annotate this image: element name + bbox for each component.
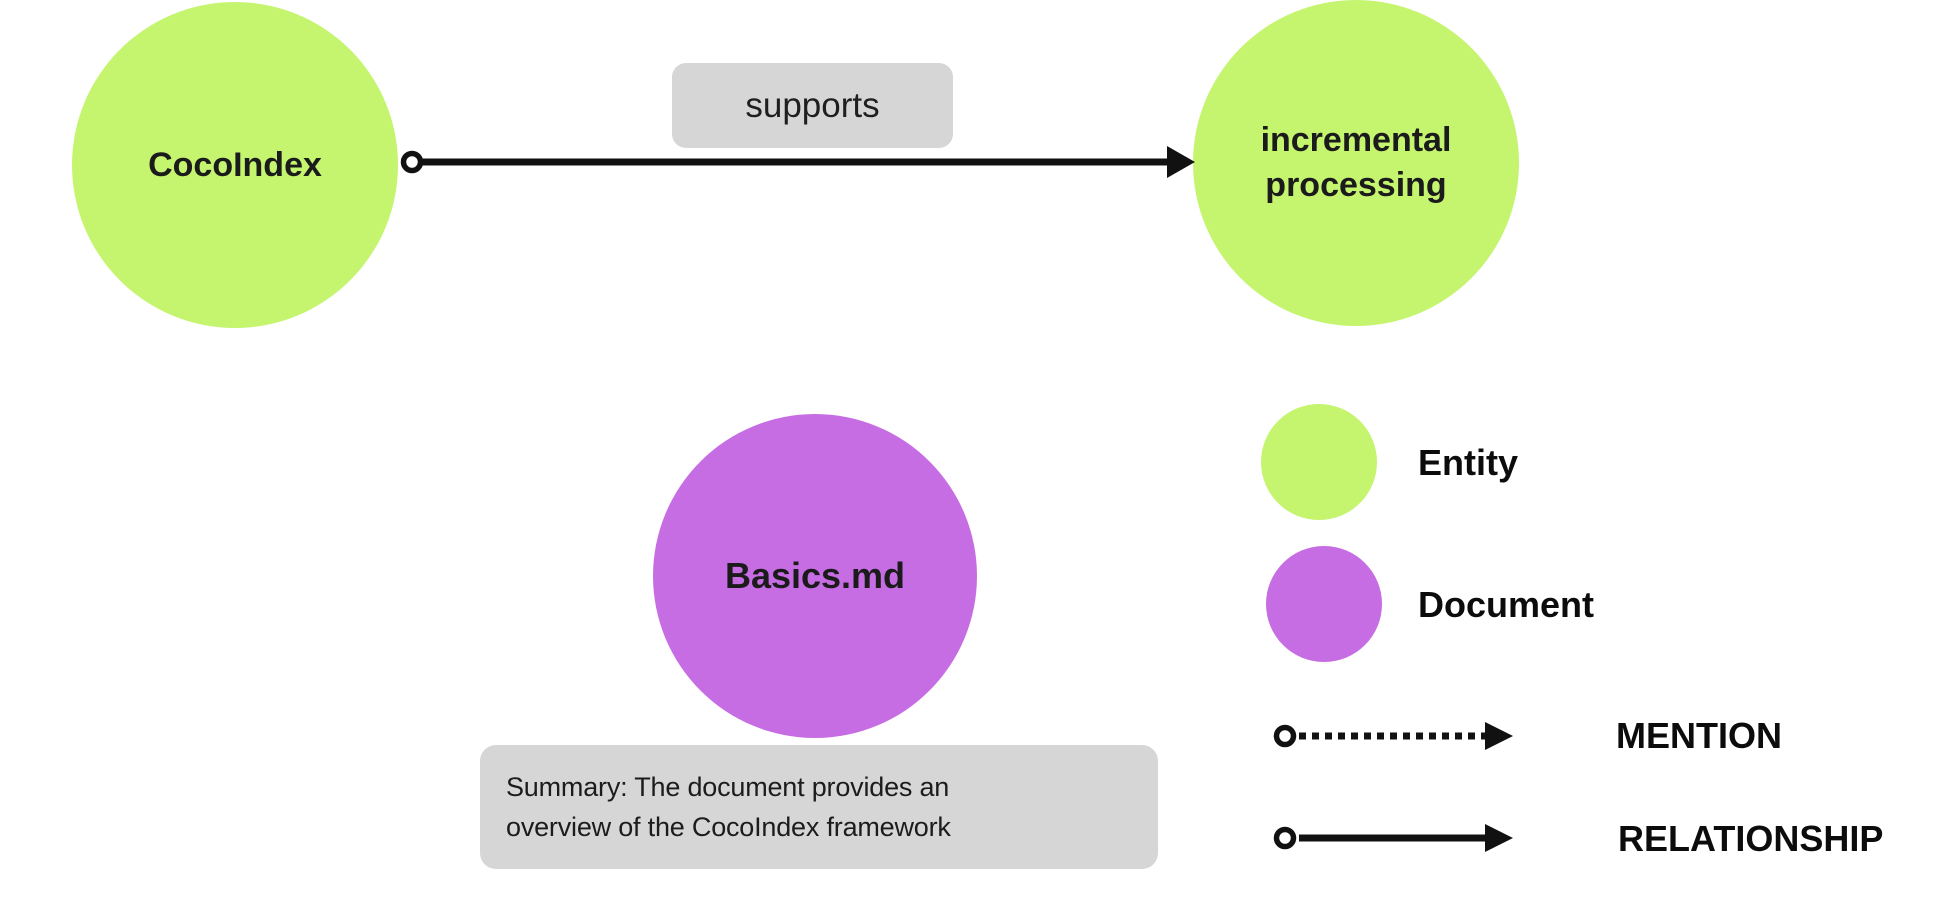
legend-entity-label: Entity (1418, 442, 1519, 483)
legend-mention-label: MENTION (1616, 715, 1782, 756)
summary-line-2: overview of the CocoIndex framework (506, 812, 951, 842)
node-cocoindex: CocoIndex (72, 2, 398, 328)
legend-mention-arrow (1273, 722, 1513, 750)
edge-label-supports-text: supports (745, 85, 880, 125)
legend-entity-swatch (1261, 404, 1377, 520)
arrowhead-icon (1167, 146, 1195, 178)
edge-label-supports: supports (672, 63, 953, 148)
node-basics-md: Basics.md (653, 414, 977, 738)
node-incremental-processing: incremental processing (1193, 0, 1519, 326)
summary-line-1: Summary: The document provides an (506, 772, 950, 802)
edge-start-ring-icon (400, 150, 424, 174)
node-incremental-processing-label: incremental processing (1260, 121, 1452, 204)
edge-start-ring-icon (1273, 826, 1297, 850)
node-basics-md-label: Basics.md (724, 555, 906, 597)
arrowhead-icon (1485, 722, 1513, 750)
legend-document-label: Document (1418, 584, 1595, 625)
summary-callout: Summary: The document provides an overvi… (480, 745, 1158, 869)
edge-start-ring-icon (1273, 724, 1297, 748)
legend-relationship-label: RELATIONSHIP (1618, 818, 1884, 859)
arrowhead-icon (1485, 824, 1513, 852)
relationship-edge-arrow (400, 146, 1195, 178)
node-cocoindex-label: CocoIndex (148, 145, 322, 184)
legend-relationship-arrow (1273, 824, 1513, 852)
legend-document-swatch (1266, 546, 1382, 662)
